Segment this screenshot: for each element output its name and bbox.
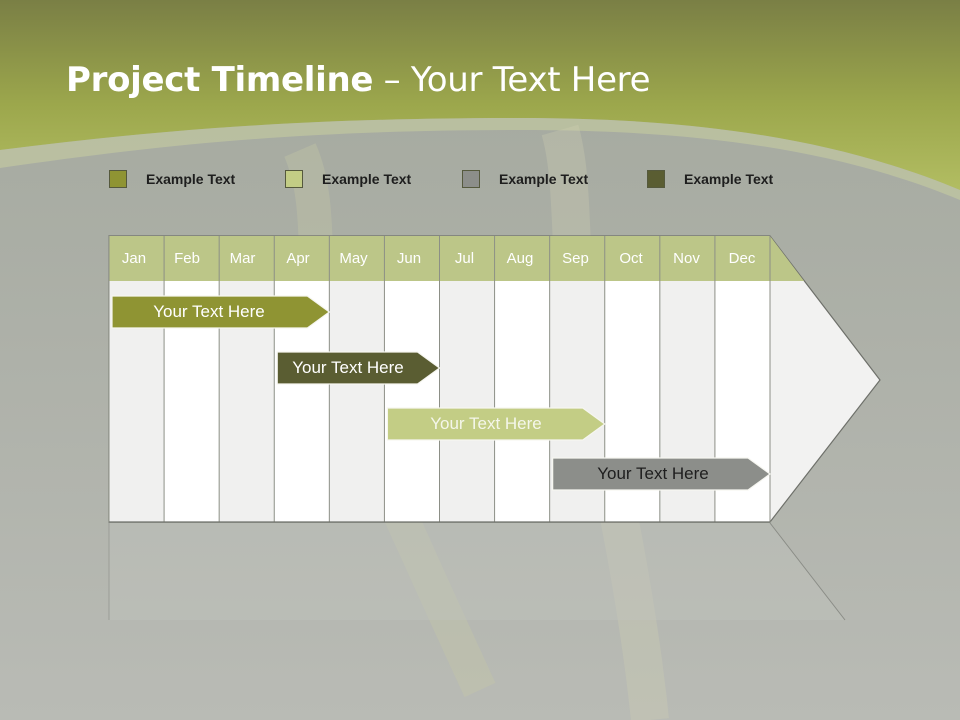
legend-label: Example Text	[322, 171, 412, 187]
month-label: Aug	[506, 250, 534, 267]
month-label: Nov	[673, 250, 700, 267]
task-bar	[276, 351, 441, 385]
task-bar	[386, 407, 606, 441]
title-bold: Project Timeline	[66, 60, 374, 100]
month-column	[439, 281, 495, 522]
month-label: Feb	[174, 250, 200, 267]
month-column	[494, 281, 550, 522]
month-label: Jan	[121, 250, 147, 267]
month-label: Apr	[286, 250, 310, 267]
month-label: May	[339, 250, 368, 267]
month-column	[329, 281, 385, 522]
month-column	[384, 281, 440, 522]
task-bar-label: Your Text Here	[292, 358, 404, 377]
task-bar-label: Your Text Here	[430, 414, 542, 433]
legend-swatch	[285, 170, 303, 188]
legend-label: Example Text	[499, 171, 589, 187]
page-title: Project Timeline – Your Text Here	[66, 60, 651, 100]
legend-swatch	[462, 170, 480, 188]
legend-swatch	[647, 170, 665, 188]
legend-label: Example Text	[684, 171, 774, 187]
legend-swatch	[109, 170, 127, 188]
timeline-reflection	[109, 523, 845, 620]
task-bar-label: Your Text Here	[153, 302, 265, 321]
task-bar-label: Your Text Here	[597, 464, 709, 483]
month-label: Dec	[728, 250, 756, 267]
title-rest: – Your Text Here	[373, 60, 651, 100]
month-label: Jul	[454, 250, 475, 267]
task-bar	[111, 295, 331, 329]
task-bar	[552, 457, 772, 491]
month-label: Sep	[562, 250, 589, 267]
month-label: Oct	[619, 250, 643, 267]
month-header	[109, 236, 804, 281]
month-label: Jun	[396, 250, 422, 267]
month-label: Mar	[229, 250, 256, 267]
legend-label: Example Text	[146, 171, 236, 187]
reflection-edge	[769, 522, 846, 621]
